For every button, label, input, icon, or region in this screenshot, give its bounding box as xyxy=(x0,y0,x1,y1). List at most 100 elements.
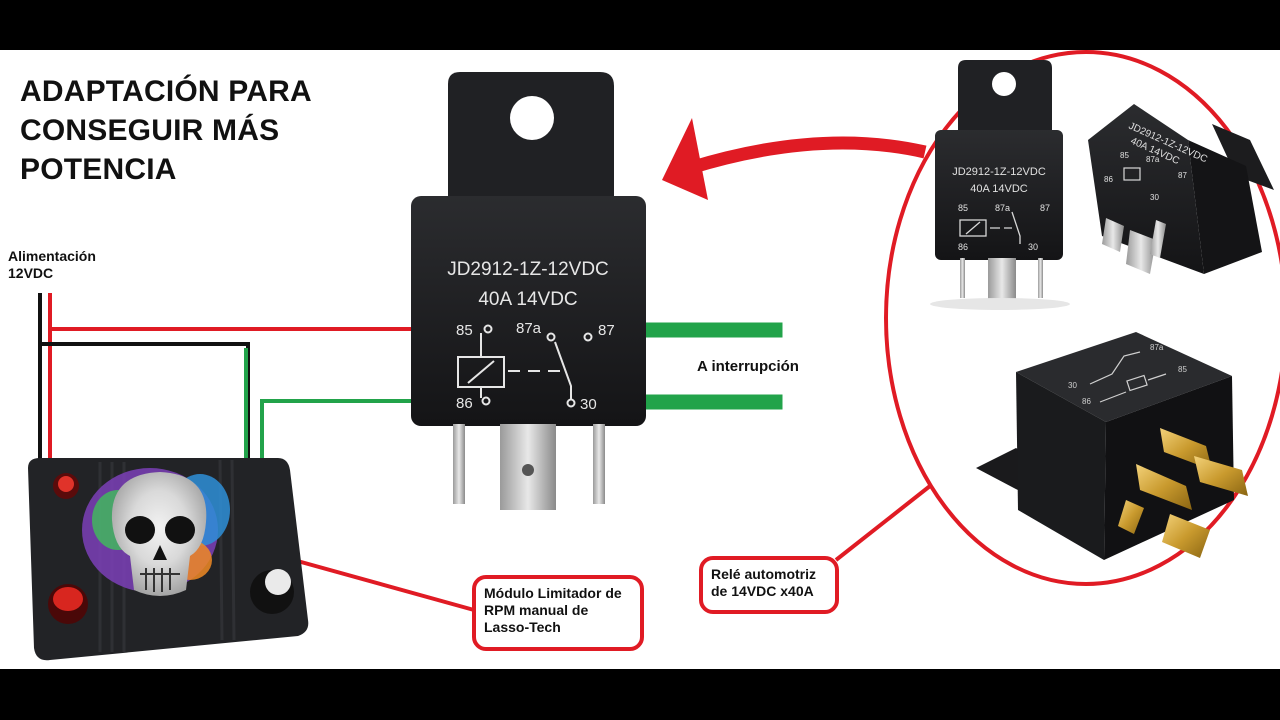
angled-pin-a xyxy=(1102,218,1124,252)
angled-pin-87a: 87a xyxy=(1146,155,1160,164)
bottom-relay-gold-pins xyxy=(1118,428,1248,558)
bottom-pin-85: 85 xyxy=(1178,365,1187,374)
angled-pin-85: 85 xyxy=(1120,151,1129,160)
module-callout: Módulo Limitador de RPM manual de Lasso-… xyxy=(472,575,644,651)
gold-pin-2 xyxy=(1194,456,1248,496)
small-front-pin-87: 87 xyxy=(1040,203,1050,213)
small-front-pin-l xyxy=(960,258,965,298)
angled-bracket xyxy=(1212,124,1274,190)
module-led-red-core xyxy=(58,476,74,492)
small-front-body xyxy=(935,130,1063,260)
main-relay-schematic xyxy=(457,324,593,408)
interrupt-label: A interrupción xyxy=(697,358,799,375)
main-pin-30: 30 xyxy=(580,396,597,413)
module-button-red xyxy=(53,587,83,611)
main-pin-86: 86 xyxy=(456,395,473,412)
bottom-band xyxy=(0,669,1280,720)
small-front-pin-87a: 87a xyxy=(995,203,1010,213)
red-arrow-head xyxy=(662,118,708,200)
small-front-pin-c xyxy=(988,258,1016,306)
angled-pin-30: 30 xyxy=(1150,193,1159,202)
main-relay: JD2912-1Z-12VDC 40A 14VDC 85 87a 87 86 3… xyxy=(411,72,646,510)
node-30 xyxy=(566,398,576,408)
angled-body-side xyxy=(1188,140,1262,274)
module-callout-line2: RPM manual de xyxy=(484,602,589,618)
title-line-1: ADAPTACIÓN PARA xyxy=(20,75,312,108)
gold-pin-4 xyxy=(1118,500,1144,534)
node-87 xyxy=(583,332,593,342)
node-86 xyxy=(481,396,491,406)
bottom-lead xyxy=(1099,373,1167,403)
small-front-hole xyxy=(992,72,1016,96)
relay-callout-leader xyxy=(834,484,932,562)
angled-pin-86: 86 xyxy=(1104,175,1113,184)
skull-shape xyxy=(111,472,207,596)
small-front-pin-85: 85 xyxy=(958,203,968,213)
bottom-relay-schematic xyxy=(1089,351,1167,403)
module-knob xyxy=(265,569,291,595)
red-arrow-shaft xyxy=(688,136,927,175)
main-relay-body xyxy=(411,196,646,426)
bottom-relay-top xyxy=(1016,332,1232,422)
module-callout-line3: Lasso-Tech xyxy=(484,619,561,635)
bottom-pin-30: 30 xyxy=(1068,381,1077,390)
small-front-pin-86: 86 xyxy=(958,242,968,252)
node-87a xyxy=(546,332,556,342)
angled-pin-c xyxy=(1150,220,1166,258)
angled-pin-87: 87 xyxy=(1178,171,1187,180)
small-front-pin-r xyxy=(1038,258,1043,298)
bottom-coil xyxy=(1126,374,1148,392)
title-line-3: POTENCIA xyxy=(20,153,177,186)
red-arrow xyxy=(662,118,927,200)
switch-arm xyxy=(554,341,572,399)
small-front-schematic xyxy=(959,211,1021,244)
small-front-model: JD2912-1Z-12VDC xyxy=(952,166,1046,178)
module-callout-line1: Módulo Limitador de xyxy=(484,585,622,601)
skull-teeth xyxy=(140,568,180,592)
small-front-switch xyxy=(1011,211,1021,244)
top-band xyxy=(0,0,1280,50)
bottom-relay-front xyxy=(1016,372,1106,560)
relay-bottom-view: 87a 30 85 86 xyxy=(976,332,1248,560)
page-title: ADAPTACIÓN PARA CONSEGUIR MÁS POTENCIA xyxy=(20,72,380,189)
main-pin-87: 87 xyxy=(598,322,615,339)
skull-nose xyxy=(153,545,167,560)
angled-pin-b xyxy=(1126,230,1156,274)
main-relay-mount-hole xyxy=(510,96,554,140)
bottom-pin-86: 86 xyxy=(1082,397,1091,406)
highlight-ellipse xyxy=(884,50,1280,586)
main-relay-rating: 40A 14VDC xyxy=(478,289,577,310)
main-relay-model: JD2912-1Z-12VDC xyxy=(447,259,609,280)
main-relay-pin-right xyxy=(593,424,605,504)
supply-label-line2: 12VDC xyxy=(8,265,54,281)
supply-label: Alimentación 12VDC xyxy=(8,248,96,282)
relay-callout-line2: de 14VDC x40A xyxy=(711,583,814,599)
coil-slash xyxy=(467,360,495,384)
small-front-rating: 40A 14VDC xyxy=(970,183,1028,195)
relay-callout-line1: Relé automotriz xyxy=(711,566,817,582)
rpm-limiter-module xyxy=(28,458,309,661)
gold-pin-3 xyxy=(1136,464,1192,510)
bottom-pin-87a: 87a xyxy=(1150,343,1164,352)
small-relay-front: JD2912-1Z-12VDC 40A 14VDC 85 87a 87 86 3… xyxy=(930,60,1070,310)
main-pin-87a: 87a xyxy=(516,320,542,337)
title-line-2: CONSEGUIR MÁS xyxy=(20,114,280,147)
angled-coil xyxy=(1123,167,1141,181)
gold-pin-5 xyxy=(1162,514,1210,558)
skull-sticker xyxy=(82,468,230,596)
small-front-coil-slash xyxy=(965,221,981,235)
skull-eye-left xyxy=(125,516,155,544)
small-front-pin-30: 30 xyxy=(1028,242,1038,252)
supply-label-line1: Alimentación xyxy=(8,248,96,264)
bottom-switch xyxy=(1089,351,1141,385)
small-relay-angled: JD2912-1Z-12VDC 40A 14VDC 85 87a 87 86 3… xyxy=(1088,104,1274,274)
green-wire-to-86 xyxy=(260,399,470,462)
main-relay-pin-hole xyxy=(522,464,534,476)
small-front-shadow xyxy=(930,298,1070,310)
relay-callout: Relé automotriz de 14VDC x40A xyxy=(699,556,839,614)
main-relay-pin-left xyxy=(453,424,465,504)
small-front-coil xyxy=(959,219,987,237)
node-85 xyxy=(483,324,493,334)
